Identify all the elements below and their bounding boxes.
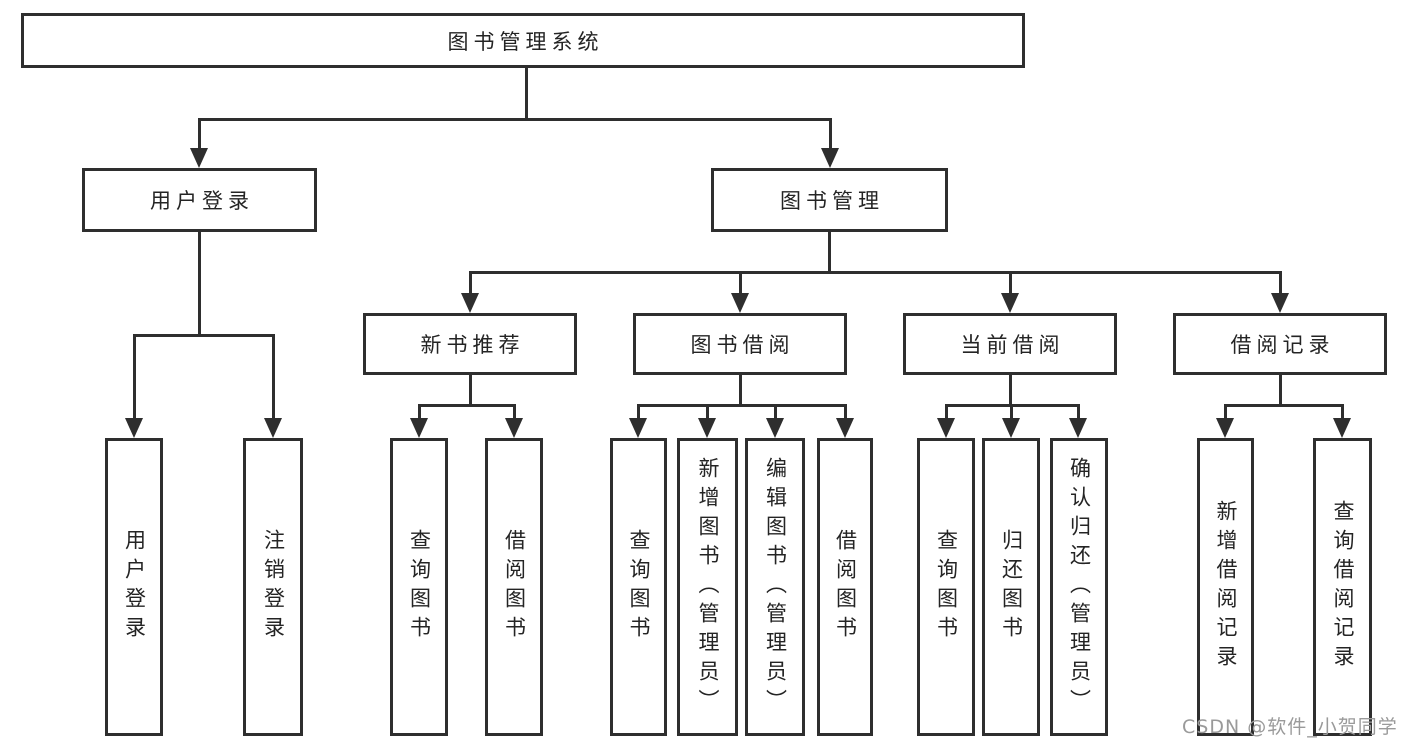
connector-login-bar xyxy=(133,334,274,337)
leaf-borrowing-borrow-books: 借阅图书 xyxy=(817,438,873,736)
connector-current-stub-3 xyxy=(1077,404,1080,420)
connector-records-bar xyxy=(1224,404,1343,407)
node-book-management-label: 图书管理 xyxy=(780,189,884,213)
node-new-book-recommend: 新书推荐 xyxy=(363,313,577,375)
node-user-login-label: 用户登录 xyxy=(150,189,254,213)
connector-mgmt-stub-3 xyxy=(1009,271,1012,296)
connector-recommend-bar xyxy=(418,404,515,407)
arrowhead xyxy=(1001,293,1019,313)
arrowhead xyxy=(629,418,647,438)
arrowhead xyxy=(505,418,523,438)
arrowhead xyxy=(1069,418,1087,438)
connector-borrowing-stub-3 xyxy=(774,404,777,420)
leaf-current-return-books-label: 归还图书 xyxy=(999,529,1024,645)
connector-login-trunk xyxy=(198,232,201,337)
leaf-current-confirm-return-admin-label: 确认归还（管理员） xyxy=(1067,456,1092,718)
leaf-records-query-record-label: 查询借阅记录 xyxy=(1331,500,1355,674)
leaf-user-login-label: 用户登录 xyxy=(122,529,147,645)
arrowhead xyxy=(766,418,784,438)
connector-records-stub-1 xyxy=(1224,404,1227,420)
connector-borrowing-stub-1 xyxy=(637,404,640,420)
arrowhead xyxy=(821,148,839,168)
arrowhead xyxy=(1271,293,1289,313)
connector-recommend-trunk xyxy=(469,375,472,407)
arrowhead xyxy=(410,418,428,438)
leaf-recommend-borrow-books: 借阅图书 xyxy=(485,438,543,736)
node-root: 图书管理系统 xyxy=(21,13,1025,68)
node-root-label: 图书管理系统 xyxy=(447,29,604,54)
connector-recommend-stub-2 xyxy=(513,404,516,420)
arrowhead xyxy=(461,293,479,313)
leaf-borrowing-edit-books-admin: 编辑图书（管理员） xyxy=(745,438,805,736)
leaf-current-return-books: 归还图书 xyxy=(982,438,1040,736)
leaf-borrowing-add-books-admin-label: 新增图书（管理员） xyxy=(696,456,720,718)
arrowhead xyxy=(125,418,143,438)
node-borrowing-records-label: 借阅记录 xyxy=(1230,333,1335,357)
connector-root-stub-left xyxy=(198,118,201,152)
connector-borrowing-trunk xyxy=(739,375,742,407)
leaf-borrowing-borrow-books-label: 借阅图书 xyxy=(833,529,858,645)
node-user-login: 用户登录 xyxy=(82,168,317,232)
leaf-borrowing-query-books-label: 查询图书 xyxy=(627,529,651,645)
connector-mgmt-trunk xyxy=(828,232,831,274)
connector-root-bar xyxy=(198,118,832,121)
csdn-watermark: CSDN @软件_小贺同学 xyxy=(1182,716,1398,738)
connector-current-stub-1 xyxy=(945,404,948,420)
connector-login-stub-1 xyxy=(133,334,136,420)
leaf-user-login: 用户登录 xyxy=(105,438,163,736)
node-new-book-recommend-label: 新书推荐 xyxy=(420,333,525,357)
leaf-current-query-books-label: 查询图书 xyxy=(934,529,959,645)
arrowhead xyxy=(1002,418,1020,438)
leaf-recommend-query-books-label: 查询图书 xyxy=(407,529,432,645)
arrowhead xyxy=(190,148,208,168)
arrowhead xyxy=(937,418,955,438)
connector-root-trunk xyxy=(525,68,528,120)
node-current-borrowing-label: 当前借阅 xyxy=(960,333,1065,357)
arrowhead xyxy=(698,418,716,438)
connector-borrowing-bar xyxy=(637,404,846,407)
connector-current-trunk xyxy=(1009,375,1012,407)
node-borrowing-records: 借阅记录 xyxy=(1173,313,1387,375)
leaf-current-confirm-return-admin: 确认归还（管理员） xyxy=(1050,438,1108,736)
node-book-borrowing: 图书借阅 xyxy=(633,313,847,375)
connector-mgmt-bar xyxy=(469,271,1282,274)
leaf-records-add-record-label: 新增借阅记录 xyxy=(1214,500,1238,674)
connector-mgmt-stub-2 xyxy=(739,271,742,296)
node-current-borrowing: 当前借阅 xyxy=(903,313,1117,375)
leaf-recommend-query-books: 查询图书 xyxy=(390,438,448,736)
connector-records-stub-2 xyxy=(1341,404,1344,420)
node-book-management: 图书管理 xyxy=(711,168,948,232)
connector-root-stub-right xyxy=(829,118,832,152)
connector-mgmt-stub-1 xyxy=(469,271,472,296)
leaf-borrowing-query-books: 查询图书 xyxy=(610,438,667,736)
connector-current-stub-2 xyxy=(1010,404,1013,420)
leaf-logout-label: 注销登录 xyxy=(261,529,286,645)
arrowhead xyxy=(731,293,749,313)
leaf-borrowing-add-books-admin: 新增图书（管理员） xyxy=(677,438,738,736)
connector-records-trunk xyxy=(1279,375,1282,407)
arrowhead xyxy=(1333,418,1351,438)
leaf-records-add-record: 新增借阅记录 xyxy=(1197,438,1254,736)
arrowhead xyxy=(1216,418,1234,438)
connector-login-stub-2 xyxy=(272,334,275,420)
connector-recommend-stub-1 xyxy=(418,404,421,420)
arrowhead xyxy=(836,418,854,438)
leaf-logout: 注销登录 xyxy=(243,438,303,736)
leaf-records-query-record: 查询借阅记录 xyxy=(1313,438,1372,736)
leaf-recommend-borrow-books-label: 借阅图书 xyxy=(502,529,527,645)
connector-mgmt-stub-4 xyxy=(1279,271,1282,296)
leaf-borrowing-edit-books-admin-label: 编辑图书（管理员） xyxy=(763,456,788,718)
leaf-current-query-books: 查询图书 xyxy=(917,438,975,736)
arrowhead xyxy=(264,418,282,438)
connector-borrowing-stub-2 xyxy=(706,404,709,420)
connector-borrowing-stub-4 xyxy=(844,404,847,420)
node-book-borrowing-label: 图书借阅 xyxy=(690,333,795,357)
